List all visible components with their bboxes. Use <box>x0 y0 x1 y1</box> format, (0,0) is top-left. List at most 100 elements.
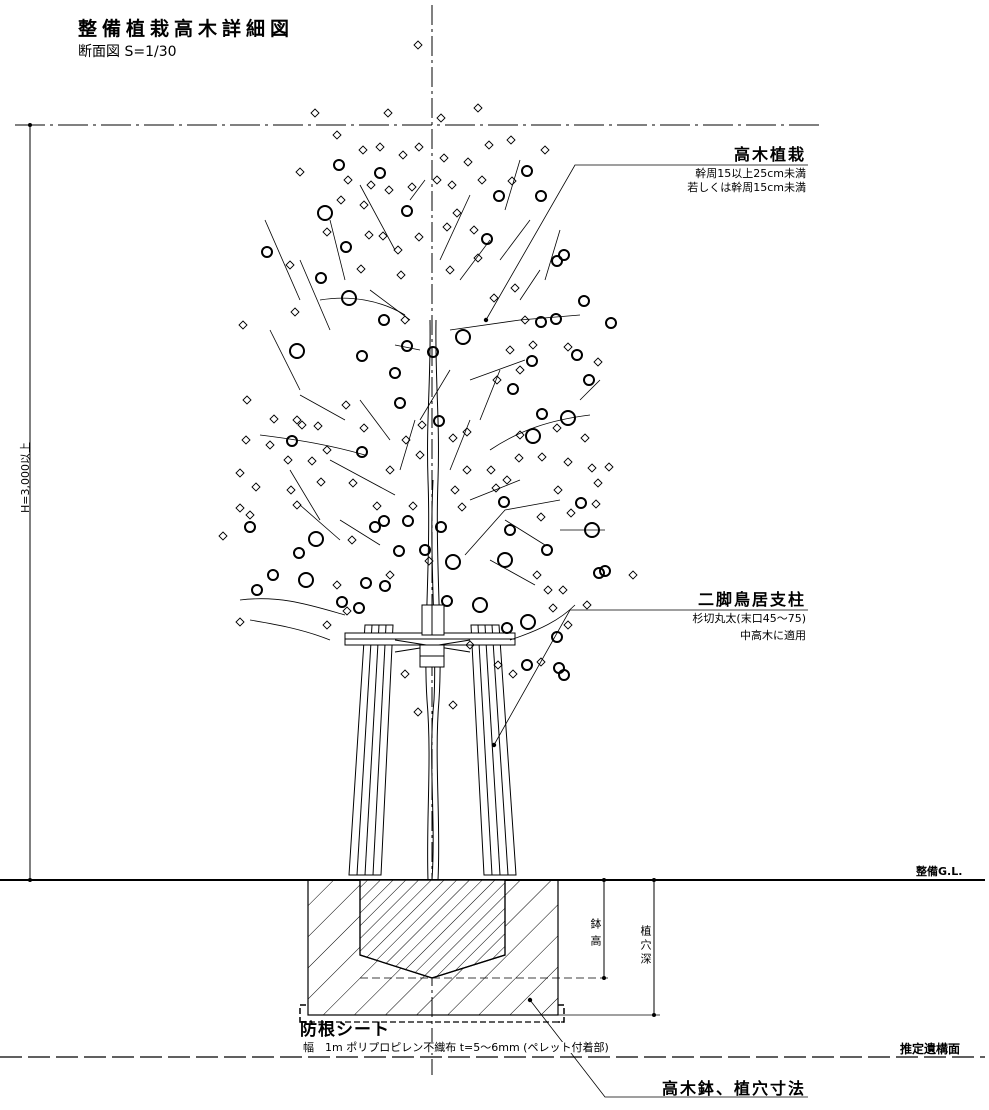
tree-name: 高木植栽 <box>733 145 806 164</box>
root-ball-label: 鉢高 <box>589 918 602 952</box>
remains-surface-label: 推定遺構面 <box>900 1042 961 1056</box>
leaf-diamond <box>415 450 425 460</box>
leaf-diamond <box>251 482 261 492</box>
leaf-diamond <box>407 182 417 192</box>
leaf-diamond <box>436 113 446 123</box>
leaf-diamond <box>359 200 369 210</box>
leaf-diamond <box>473 103 483 113</box>
root-sheet-bracket-right <box>558 1004 565 1023</box>
leaf-diamond <box>218 531 228 541</box>
leaf-diamond <box>378 231 388 241</box>
leaf-diamond <box>508 669 518 679</box>
leaf-diamond <box>364 230 374 240</box>
leaf-diamond <box>292 500 302 510</box>
leaf-diamond <box>347 535 357 545</box>
leaf-diamond <box>235 617 245 627</box>
leaf-diamond <box>593 357 603 367</box>
leaf-diamond <box>400 669 410 679</box>
leaf-diamond <box>297 420 307 430</box>
leaf-diamond <box>532 570 542 580</box>
leaf-diamond <box>286 485 296 495</box>
leaf-diamond <box>507 176 517 186</box>
leaf-diamond <box>580 433 590 443</box>
dimension-note: 高木鉢、植穴寸法 <box>661 1079 806 1098</box>
leaf-diamond <box>290 307 300 317</box>
leaf-diamond <box>238 320 248 330</box>
canopy-diamonds <box>218 40 638 717</box>
ground-level-label: 整備G.L. <box>916 865 963 878</box>
leaf-diamond <box>417 420 427 430</box>
height-dimension-label: H=3,000以上 <box>18 442 32 513</box>
leaf-diamond <box>563 342 573 352</box>
leaf-diamond <box>269 414 279 424</box>
leaf-diamond <box>342 606 352 616</box>
leaf-diamond <box>332 580 342 590</box>
leaf-diamond <box>450 485 460 495</box>
leaf-diamond <box>414 232 424 242</box>
leaf-diamond <box>283 455 293 465</box>
leaf-diamond <box>442 222 452 232</box>
leaf-diamond <box>336 195 346 205</box>
leaf-diamond <box>540 145 550 155</box>
leaf-diamond <box>356 264 366 274</box>
leaf-diamond <box>469 225 479 235</box>
drawing-title: 整備植栽高木詳細図 <box>78 18 295 40</box>
leaf-diamond <box>558 585 568 595</box>
leaf-diamond <box>515 430 525 440</box>
leaf-diamond <box>604 462 614 472</box>
leaf-diamond <box>242 395 252 405</box>
leaf-diamond <box>413 40 423 50</box>
leaf-diamond <box>566 508 576 518</box>
leaf-diamond <box>493 660 503 670</box>
canopy-circles <box>244 159 617 681</box>
leaf-diamond <box>307 456 317 466</box>
leaf-diamond <box>506 135 516 145</box>
leaf-diamond <box>543 585 553 595</box>
leaf-diamond <box>591 499 601 509</box>
leaf-diamond <box>375 142 385 152</box>
leaf-diamond <box>245 510 255 520</box>
leaf-diamond <box>563 457 573 467</box>
leader-lines <box>483 164 985 1098</box>
leaf-diamond <box>462 427 472 437</box>
leaf-diamond <box>628 570 638 580</box>
leaf-diamond <box>235 503 245 513</box>
leaf-diamond <box>285 260 295 270</box>
leaf-diamond <box>408 501 418 511</box>
planting-hole-label: 植穴深 <box>639 925 652 967</box>
root-sheet-spec: 幅 1m ポリプロピレン不織布 t=5～6mm (ペレット付着部) <box>303 1042 613 1053</box>
leaf-diamond <box>448 433 458 443</box>
leaf-diamond <box>457 502 467 512</box>
leaf-diamond <box>510 283 520 293</box>
leaf-diamond <box>400 315 410 325</box>
support-poles <box>344 604 517 876</box>
leaf-diamond <box>593 478 603 488</box>
leaf-diamond <box>372 501 382 511</box>
leaf-diamond <box>385 570 395 580</box>
leaf-diamond <box>393 245 403 255</box>
leaf-diamond <box>445 265 455 275</box>
leaf-diamond <box>310 108 320 118</box>
leaf-diamond <box>491 483 501 493</box>
leaf-diamond <box>383 108 393 118</box>
leaf-diamond <box>515 365 525 375</box>
leaf-diamond <box>413 707 423 717</box>
leaf-diamond <box>401 435 411 445</box>
leaf-diamond <box>462 465 472 475</box>
leaf-diamond <box>366 180 376 190</box>
leaf-diamond <box>537 452 547 462</box>
leaf-diamond <box>384 185 394 195</box>
leaf-diamond <box>582 600 592 610</box>
leaf-diamond <box>398 150 408 160</box>
leaf-diamond <box>463 157 473 167</box>
leaf-diamond <box>439 153 449 163</box>
leaf-diamond <box>316 477 326 487</box>
leaf-diamond <box>536 657 546 667</box>
leaf-diamond <box>385 465 395 475</box>
leaf-diamond <box>343 175 353 185</box>
leaf-diamond <box>235 468 245 478</box>
leaf-diamond <box>553 485 563 495</box>
leaf-diamond <box>484 140 494 150</box>
leaf-diamond <box>358 145 368 155</box>
